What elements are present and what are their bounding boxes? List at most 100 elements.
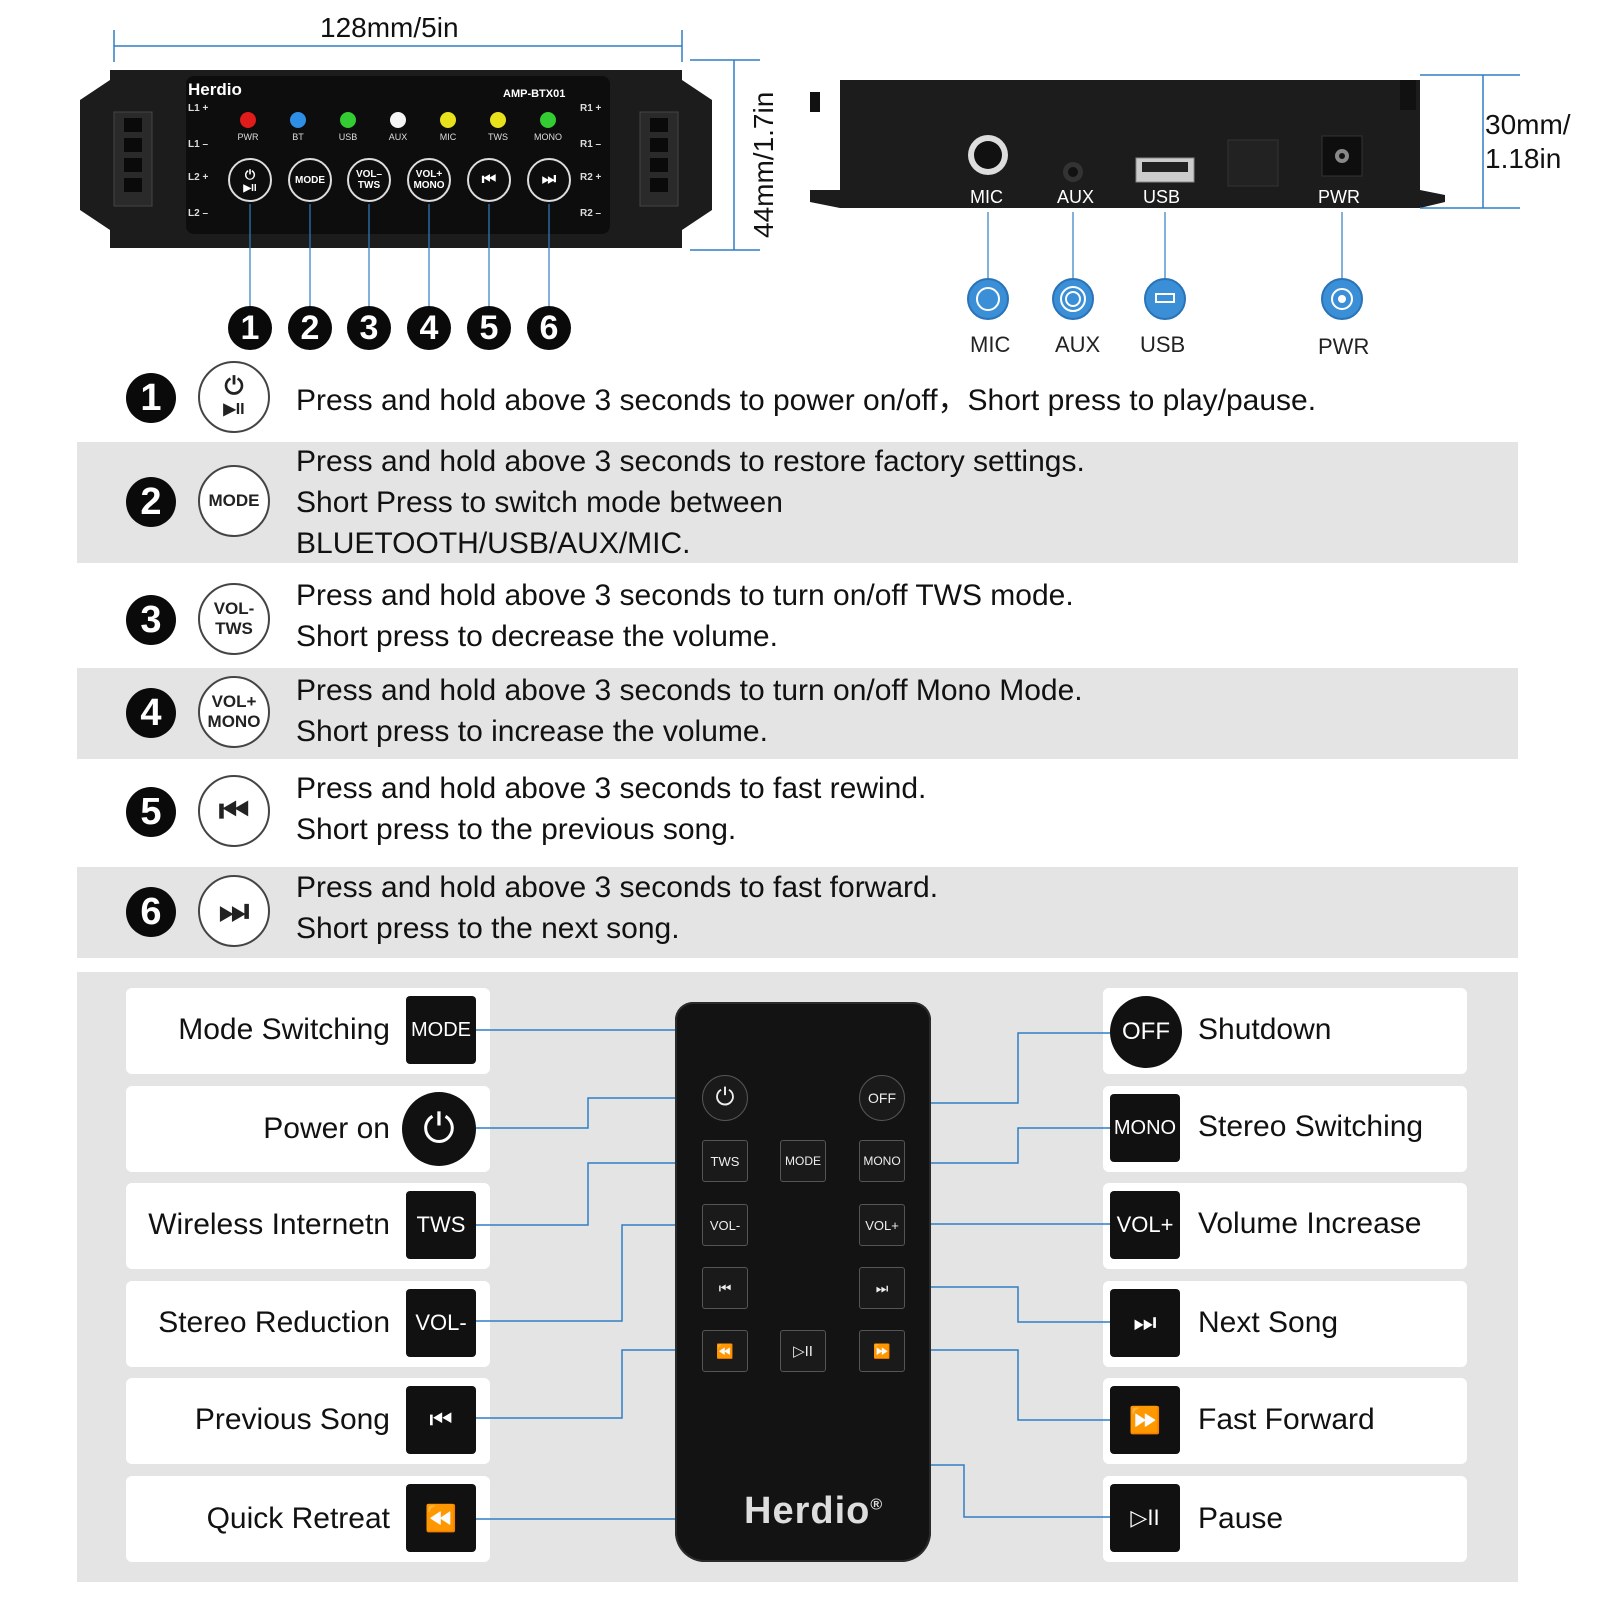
right-terminal-label: R1 – [580,139,602,150]
mono-key: MONO [1110,1094,1180,1162]
mic-port-icon [967,278,1009,320]
remote-vol-minus-button[interactable]: VOL- [702,1204,748,1246]
remote-rewind-button[interactable]: ⏪ [702,1330,748,1372]
depth-line-1: 30mm/ [1485,109,1571,140]
instruction-line: Press and hold above 3 seconds to turn o… [296,674,1083,707]
led-tws [490,112,506,128]
number-badge: 3 [347,306,391,350]
instruction-line: Short press to the next song. [296,912,680,945]
vol-plus-key: VOL+ [1110,1191,1180,1259]
led-label: AUX [388,132,408,142]
power-icon: ⏻ [244,166,256,182]
instruction-line: Short press to increase the volume. [296,715,768,748]
amp-power-play-button[interactable]: ⏻ ▶II [228,158,272,202]
number-badge: 5 [467,306,511,350]
led-label: PWR [237,132,259,142]
height-dimension: 44mm/1.7in [748,91,779,238]
right-terminal-label: R2 + [580,172,602,183]
amp-vol-plus-label: VOL+ [415,169,443,180]
legend-label-pause: Pause [1198,1502,1284,1535]
amp-vol-plus-button[interactable]: VOL+ MONO [407,158,451,202]
number-badge: 4 [407,306,451,350]
play-pause-icon: ▷II [1110,1484,1180,1552]
vol-minus-label: VOL- [213,599,255,618]
prev-button-icon: ⏮ [198,775,270,847]
amp-mode-button[interactable]: MODE [288,158,332,202]
instruction-line: Short Press to switch mode between [296,486,783,519]
back-port-label-pwr: PWR [1318,187,1360,207]
next-icon: ⏭ [218,891,250,930]
instruction-line: Short press to decrease the volume. [296,620,778,653]
remote-mono-button[interactable]: MONO [859,1140,905,1182]
instruction-text: Press and hold above 3 seconds to power … [296,380,1316,421]
legend-label-mode-switching: Mode Switching [178,1013,390,1046]
remote-prev-button[interactable]: ⏮ [702,1267,748,1309]
row-number: 3 [126,595,176,645]
instruction-line: Press and hold above 3 seconds to power … [296,384,1317,417]
amp-mono-label: MONO [413,180,445,191]
legend-label-next-song: Next Song [1198,1306,1339,1339]
instruction-line: Press and hold above 3 seconds to restor… [296,445,1085,478]
led-label: MONO [534,132,562,142]
mono-label: MONO [207,712,261,731]
remote-mode-button[interactable]: MODE [780,1140,826,1182]
amp-vol-minus-button[interactable]: VOL– TWS [347,158,391,202]
led-label: TWS [488,132,508,142]
led-label: BT [292,132,304,142]
play-pause-icon: ▶II [223,401,245,418]
amp-model: AMP-BTX01 [503,88,566,100]
usb-port-icon [1144,278,1186,320]
remote-forward-button[interactable]: ⏩ [859,1330,905,1372]
number-badge: 1 [228,306,272,350]
legend-label-wireless: Wireless Internetn [148,1208,390,1241]
instruction-text: Press and hold above 3 seconds to fast r… [296,768,926,850]
instruction-line: Press and hold above 3 seconds to turn o… [296,579,1074,612]
next-button-icon: ⏭ [198,875,270,947]
instruction-line: Short press to the previous song. [296,813,737,846]
amp-tws-label: TWS [357,180,381,191]
aux-port-icon [1052,278,1094,320]
row-number: 2 [126,477,176,527]
depth-line-2: 1.18in [1485,143,1562,174]
mode-label: MODE [208,491,260,510]
row-number: 1 [126,373,176,423]
remote-play-pause-button[interactable]: ▷II [780,1330,826,1372]
width-dimension: 128mm/5in [320,12,459,43]
remote-tws-button[interactable]: TWS [702,1140,748,1182]
right-terminal-label: R2 – [580,208,602,219]
row-number: 5 [126,787,176,837]
amp-next-button[interactable]: ⏭ [527,158,571,202]
registered-mark: ® [870,1496,884,1514]
forward-icon: ⏩ [1110,1386,1180,1454]
row-number: 4 [126,688,176,738]
amp-back-lines [810,74,1520,278]
prev-icon: ⏮ [406,1386,476,1454]
left-terminal-label: L2 + [188,172,209,183]
vol-plus-mono-button-icon: VOL+ MONO [198,676,270,748]
number-badge: 2 [288,306,332,350]
instruction-text: Press and hold above 3 seconds to turn o… [296,670,1083,752]
legend-label-quick-retreat: Quick Retreat [206,1502,390,1535]
remote-next-button[interactable]: ⏭ [859,1267,905,1309]
led-usb [340,112,356,128]
depth-dimension: 30mm/ 1.18in [1485,108,1571,176]
next-icon: ⏭ [1110,1289,1180,1357]
right-terminal-label: R1 + [580,103,602,114]
remote-vol-plus-button[interactable]: VOL+ [859,1204,905,1246]
remote-power-button[interactable]: ⏻ [702,1075,748,1121]
pwr-port-icon [1321,278,1363,320]
amp-front-lines [80,30,760,306]
instruction-text: Press and hold above 3 seconds to restor… [296,441,1085,564]
led-aux [390,112,406,128]
led-bt [290,112,306,128]
back-port-label-mic: MIC [970,187,1003,207]
left-terminal-label: L1 + [188,103,209,114]
remote-off-button[interactable]: OFF [859,1075,905,1121]
row-band [77,668,1518,759]
amp-prev-button[interactable]: ⏮ [467,158,511,202]
led-label: MIC [439,132,457,142]
amp-vol-minus-label: VOL– [355,169,383,180]
play-pause-icon: ▶II [243,182,257,194]
icon-label-mic: MIC [970,332,1011,357]
icon-label-usb: USB [1140,332,1186,357]
